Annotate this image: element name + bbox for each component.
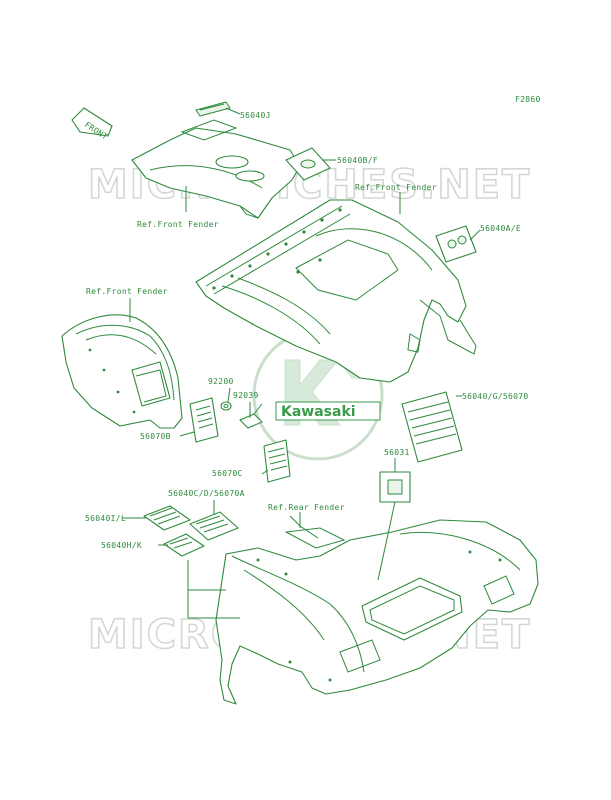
decal-56040cd-56070a [189, 511, 239, 541]
figure-code: F2860 [515, 95, 541, 104]
label-56040cd-56070a: 56040C/D/56070A [168, 489, 245, 498]
tag-56031 [379, 471, 411, 503]
label-56040j: 56040J [240, 111, 271, 120]
label-56040il: 56040I/L [85, 514, 126, 523]
decal-56070c [263, 439, 291, 483]
decal-56040g-56070 [401, 391, 463, 463]
label-56070b: 56070B [140, 432, 171, 441]
front-arrow-icon: FRONT [71, 107, 113, 142]
label-56031: 56031 [384, 448, 410, 457]
label-92039: 92039 [233, 391, 259, 400]
front-fender-cover-part [131, 119, 301, 219]
label-ref-front-fender-top: Ref.Front Fender [137, 220, 219, 229]
label-ref-rear-fender: Ref.Rear Fender [268, 503, 345, 512]
label-56040ae: 56040A/E [480, 224, 521, 233]
decal-56040bf [285, 147, 331, 181]
front-fender-main-part [195, 199, 477, 383]
clip-92039 [239, 403, 263, 429]
label-92200: 92200 [208, 377, 234, 386]
decal-56070b [189, 397, 219, 443]
label-56040bf: 56040B/F [337, 156, 378, 165]
decal-56040il [143, 505, 191, 531]
label-56040hk: 56040H/K [101, 541, 142, 550]
label-56040g-56070: 56040/G/56070 [462, 392, 529, 401]
rear-fender-part [215, 515, 539, 705]
leader-lines [122, 107, 481, 619]
logo-text: Kawasaki [281, 404, 356, 420]
label-ref-front-fender-left: Ref.Front Fender [86, 287, 168, 296]
decal-56040hk [163, 533, 205, 557]
label-56070c: 56070C [212, 469, 243, 478]
decal-56040j [195, 101, 231, 117]
decal-56040ae [435, 225, 477, 263]
washer-92200 [220, 401, 232, 411]
label-ref-front-fender-right: Ref.Front Fender [355, 183, 437, 192]
front-fender-left-part [61, 314, 183, 429]
